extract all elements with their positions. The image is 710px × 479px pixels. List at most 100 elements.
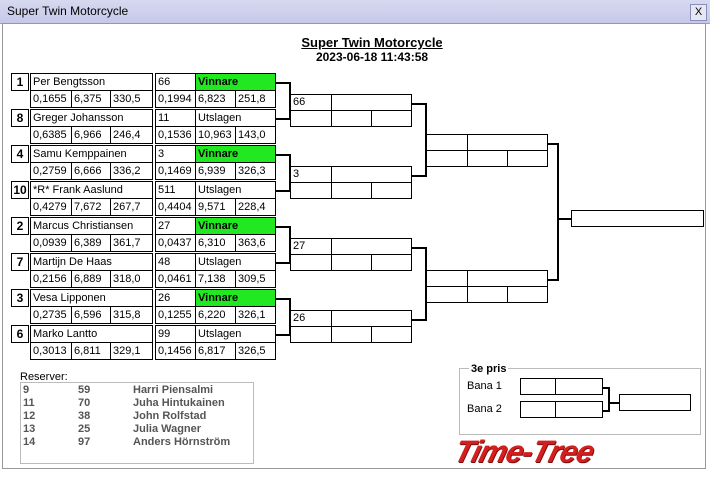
- speed-2: 363,6: [235, 234, 276, 252]
- round2-stat[interactable]: [331, 326, 372, 343]
- round2-number[interactable]: 26: [290, 310, 332, 327]
- speed: 336,2: [110, 162, 153, 180]
- reserve-num: 38: [78, 410, 91, 422]
- elapsed-time-2: 7,138: [195, 270, 236, 288]
- rider-number[interactable]: 11: [155, 109, 196, 127]
- speed: 246,4: [110, 126, 153, 144]
- speed: 330,5: [110, 90, 153, 108]
- round2-stat[interactable]: [290, 110, 332, 127]
- round2-stat[interactable]: [290, 254, 332, 271]
- semi-time[interactable]: [467, 134, 548, 151]
- eliminated-badge: Utslagen: [195, 109, 276, 127]
- elapsed-time-2: 6,817: [195, 342, 236, 360]
- elapsed-time: 6,811: [71, 342, 111, 360]
- lane1-label: Bana 1: [467, 380, 502, 392]
- rider-name[interactable]: Marcus Christiansen: [30, 217, 153, 235]
- reaction-time: 0,3013: [30, 342, 72, 360]
- round2-time[interactable]: [331, 94, 412, 111]
- round2-number[interactable]: 66: [290, 94, 332, 111]
- rider-number[interactable]: 3: [155, 145, 196, 163]
- round2-stat[interactable]: [331, 254, 372, 271]
- semi-time[interactable]: [467, 270, 548, 287]
- reserve-num: 59: [78, 384, 91, 396]
- reserve-name: John Rolfstad: [133, 410, 207, 422]
- speed-2: 326,5: [235, 342, 276, 360]
- round2-number[interactable]: 3: [290, 166, 332, 183]
- bracket-line: [603, 410, 609, 412]
- eliminated-badge: Utslagen: [195, 325, 276, 343]
- rider-number[interactable]: 26: [155, 289, 196, 307]
- round2-stat[interactable]: [290, 182, 332, 199]
- semi-stat[interactable]: [426, 286, 468, 303]
- reserve-pos: 11: [23, 397, 35, 409]
- third-lane1-time[interactable]: [555, 378, 603, 395]
- rider-number[interactable]: 99: [155, 325, 196, 343]
- rider-number[interactable]: 511: [155, 181, 196, 199]
- round2-stat[interactable]: [331, 182, 372, 199]
- third-winner[interactable]: [619, 394, 691, 411]
- page-datetime: 2023-06-18 11:43:58: [315, 50, 429, 64]
- lane2-label: Bana 2: [467, 403, 502, 415]
- third-place-box: [459, 368, 701, 435]
- reserves-box: [20, 382, 254, 464]
- rider-name[interactable]: Per Bengtsson: [30, 73, 153, 91]
- round2-stat[interactable]: [371, 182, 412, 199]
- winner-badge: Vinnare: [195, 73, 276, 91]
- bracket-line: [412, 319, 426, 321]
- speed-2: 228,4: [235, 198, 276, 216]
- third-place-title: 3e pris: [469, 363, 509, 375]
- rider-name[interactable]: Vesa Lipponen: [30, 289, 153, 307]
- third-lane2-time[interactable]: [555, 401, 603, 418]
- semi-stat[interactable]: [507, 150, 548, 167]
- third-lane1-num[interactable]: [520, 378, 556, 395]
- reaction-time-2: 0,0437: [155, 234, 196, 252]
- round2-stat[interactable]: [290, 326, 332, 343]
- round2-time[interactable]: [331, 166, 412, 183]
- reserve-pos: 9: [23, 384, 30, 396]
- semi-number[interactable]: [426, 134, 468, 151]
- reaction-time-2: 0,1456: [155, 342, 196, 360]
- reaction-time-2: 0,1536: [155, 126, 196, 144]
- reaction-time: 0,2156: [30, 270, 72, 288]
- reserve-num: 97: [78, 436, 91, 448]
- round2-time[interactable]: [331, 310, 412, 327]
- rider-name[interactable]: Samu Kemppainen: [30, 145, 153, 163]
- bracket-line: [276, 190, 290, 192]
- rider-name[interactable]: Martijn De Haas: [30, 253, 153, 271]
- bracket-line: [557, 143, 559, 281]
- round2-time[interactable]: [331, 238, 412, 255]
- winner-badge: Vinnare: [195, 217, 276, 235]
- rider-name[interactable]: *R* Frank Aaslund: [30, 181, 153, 199]
- reaction-time-2: 0,1469: [155, 162, 196, 180]
- semi-stat[interactable]: [507, 286, 548, 303]
- round2-stat[interactable]: [371, 254, 412, 271]
- bracket-line: [412, 103, 426, 105]
- winner-badge: Vinnare: [195, 289, 276, 307]
- round2-stat[interactable]: [371, 110, 412, 127]
- rider-name[interactable]: Marko Lantto: [30, 325, 153, 343]
- round2-stat[interactable]: [331, 110, 372, 127]
- reserve-pos: 14: [23, 436, 36, 448]
- speed: 318,0: [110, 270, 153, 288]
- semi-stat[interactable]: [426, 150, 468, 167]
- elapsed-time-2: 6,220: [195, 306, 236, 324]
- round2-stat[interactable]: [371, 326, 412, 343]
- rider-name[interactable]: Greger Johansson: [30, 109, 153, 127]
- semi-number[interactable]: [426, 270, 468, 287]
- semi-stat[interactable]: [467, 286, 508, 303]
- semi-stat[interactable]: [467, 150, 508, 167]
- rider-number[interactable]: 66: [155, 73, 196, 91]
- bracket-line: [276, 154, 290, 156]
- elapsed-time: 6,596: [71, 306, 111, 324]
- close-button[interactable]: X: [690, 4, 707, 21]
- rider-number[interactable]: 48: [155, 253, 196, 271]
- round2-number[interactable]: 27: [290, 238, 332, 255]
- third-lane2-num[interactable]: [520, 401, 556, 418]
- bracket-line: [603, 387, 609, 389]
- speed-2: 251,8: [235, 90, 276, 108]
- elapsed-time: 6,889: [71, 270, 111, 288]
- rider-number[interactable]: 27: [155, 217, 196, 235]
- final-winner[interactable]: [571, 210, 704, 227]
- reserves-label: Reserver:: [20, 371, 68, 383]
- speed: 315,8: [110, 306, 153, 324]
